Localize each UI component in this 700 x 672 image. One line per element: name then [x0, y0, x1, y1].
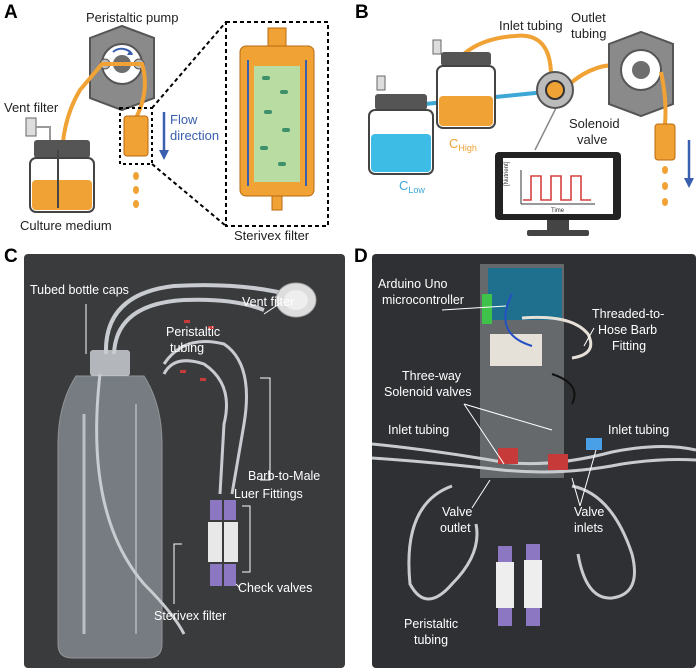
- label-valve-outlet-1: Valve: [442, 505, 472, 519]
- label-peristaltic-c-1: Peristaltic: [166, 325, 220, 339]
- label-threaded-2: Hose Barb: [598, 323, 657, 337]
- label-outlet-2: tubing: [571, 26, 606, 41]
- label-peristaltic-c-2: tubing: [170, 341, 204, 355]
- panel-letter-c: C: [4, 246, 18, 267]
- label-tubed-bottle-caps: Tubed bottle caps: [30, 283, 129, 297]
- label-threaded-3: Fitting: [612, 339, 646, 353]
- panel-letter-b: B: [355, 2, 369, 23]
- label-sterivex-c: Sterivex filter: [154, 609, 226, 623]
- label-sterivex-filter-a: Sterivex filter: [234, 228, 310, 240]
- label-solenoid-d-2: Solenoid valves: [384, 385, 472, 399]
- sterivex-zoom-a: [225, 21, 329, 227]
- label-barb-1: Barb-to-Male: [248, 469, 320, 483]
- peristaltic-pump-b: [608, 30, 674, 118]
- label-peristaltic-d-1: Peristaltic: [404, 617, 458, 631]
- panel-letter-d: D: [354, 246, 368, 267]
- label-peristaltic-pump-a: Peristaltic pump: [86, 10, 178, 25]
- label-solenoid-d-1: Three-way: [402, 369, 462, 383]
- bottle-high: [436, 52, 496, 129]
- label-inlet-left: Inlet tubing: [388, 423, 449, 437]
- vent-filter-a-icon: [25, 117, 51, 146]
- culture-medium-bottle: [29, 140, 95, 213]
- label-peristaltic-d-2: tubing: [414, 633, 448, 647]
- bottle-low: [368, 94, 434, 175]
- label-outlet-1: Outlet: [571, 10, 606, 25]
- computer-monitor: [495, 152, 621, 236]
- sterivex-small-a: [119, 107, 153, 208]
- label-flow-1: Flow: [170, 112, 198, 127]
- label-culture-medium: Culture medium: [20, 218, 112, 233]
- label-c-low: CLow: [399, 178, 425, 195]
- label-valve-inlets-2: inlets: [574, 521, 603, 535]
- label-valve-inlets-1: Valve: [574, 505, 604, 519]
- panel-b-diagram: [Nutrient] Time Inlet tubing Outlet tubi…: [368, 10, 694, 236]
- plot-xlabel: Time: [551, 208, 565, 214]
- label-flow-2: direction: [170, 128, 219, 143]
- panel-d-photo: Arduino Uno microcontroller Threaded-to-…: [372, 254, 696, 668]
- sterivex-filters-photo: [208, 500, 238, 586]
- label-vent-filter-a: Vent filter: [4, 100, 59, 115]
- plot-ylabel: [Nutrient]: [504, 161, 510, 186]
- solenoid-valve-b: [536, 71, 574, 109]
- label-inlet-right: Inlet tubing: [608, 423, 669, 437]
- label-inlet-tubing-b: Inlet tubing: [499, 18, 563, 33]
- label-barb-2: Luer Fittings: [234, 487, 303, 501]
- label-check-valves: Check valves: [238, 581, 312, 595]
- label-arduino-1: Arduino Uno: [378, 277, 448, 291]
- label-valve-outlet-2: outlet: [440, 521, 471, 535]
- label-arduino-2: microcontroller: [382, 293, 464, 307]
- bottle-photo: [57, 350, 163, 659]
- label-threaded-1: Threaded-to-: [592, 307, 664, 321]
- label-solenoid-1: Solenoid: [569, 116, 620, 131]
- panel-letter-a: A: [4, 2, 18, 23]
- label-vent-filter-c: Vent filter: [242, 295, 294, 309]
- arduino-board: [482, 268, 562, 366]
- label-solenoid-2: valve: [577, 132, 607, 147]
- sterivex-d: [496, 544, 542, 626]
- panel-c-photo: Tubed bottle caps Vent filter Peristalti…: [24, 254, 345, 668]
- panel-a-diagram: Peristaltic pump Vent filter Flow direct…: [4, 10, 329, 240]
- label-c-high: CHigh: [449, 136, 477, 153]
- vent-filter-photo: [275, 282, 317, 318]
